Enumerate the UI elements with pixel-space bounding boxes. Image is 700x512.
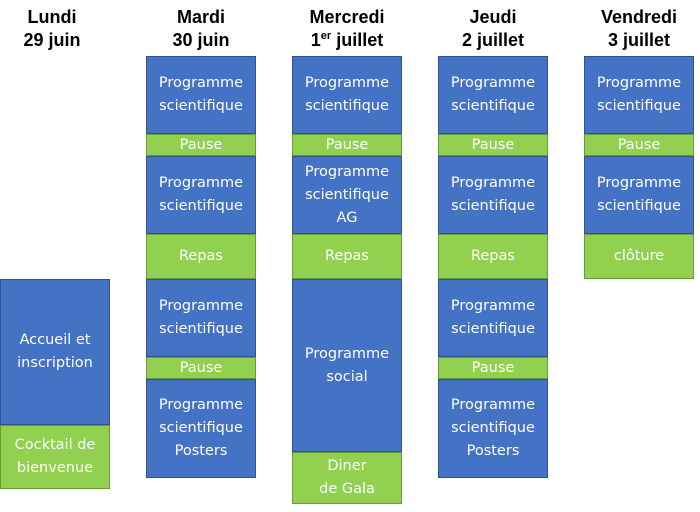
day-date: 2 juillet xyxy=(461,30,524,50)
block-jeudi-programme-3: Programme scientifique xyxy=(438,279,548,357)
block-mardi-programme-3: Programme scientifique xyxy=(146,279,256,357)
block-lundi-cocktail: Cocktail de bienvenue xyxy=(0,425,110,489)
day-date: 29 juin xyxy=(23,30,81,50)
day-name: Jeudi xyxy=(469,7,517,27)
day-header-mercredi: Mercredi 1er juillet xyxy=(292,6,402,52)
block-vendredi-cloture: clôture xyxy=(584,234,694,279)
day-name: Vendredi xyxy=(600,7,678,27)
day-date: 3 juillet xyxy=(607,30,670,50)
block-jeudi-repas: Repas xyxy=(438,234,548,279)
block-vendredi-programme-2: Programme scientifique xyxy=(584,156,694,234)
day-header-vendredi: Vendredi 3 juillet xyxy=(584,6,694,52)
day-name: Lundi xyxy=(27,7,77,27)
block-vendredi-pause: Pause xyxy=(584,134,694,156)
block-mercredi-programme-1: Programme scientifique xyxy=(292,56,402,134)
day-header-jeudi: Jeudi 2 juillet xyxy=(438,6,548,52)
day-name: Mercredi xyxy=(309,7,385,27)
day-header-mardi: Mardi 30 juin xyxy=(146,6,256,52)
block-jeudi-programme-1: Programme scientifique xyxy=(438,56,548,134)
day-name: Mardi xyxy=(176,7,225,27)
block-vendredi-programme-1: Programme scientifique xyxy=(584,56,694,134)
block-mercredi-pause: Pause xyxy=(292,134,402,156)
block-jeudi-programme-posters: Programme scientifique Posters xyxy=(438,379,548,478)
block-mardi-programme-2: Programme scientifique xyxy=(146,156,256,234)
block-mercredi-diner-gala: Diner de Gala xyxy=(292,452,402,504)
day-date: 1er juillet xyxy=(292,29,402,52)
block-lundi-accueil: Accueil et inscription xyxy=(0,279,110,425)
day-header-lundi: Lundi 29 juin xyxy=(0,6,107,52)
block-mercredi-repas: Repas xyxy=(292,234,402,279)
block-mardi-programme-posters: Programme scientifique Posters xyxy=(146,379,256,478)
block-jeudi-pause-1: Pause xyxy=(438,134,548,156)
day-date-month: juillet xyxy=(336,30,384,50)
block-mercredi-programme-social: Programme social xyxy=(292,279,402,452)
day-date-suffix: er xyxy=(320,30,332,42)
block-mardi-pause-1: Pause xyxy=(146,134,256,156)
block-mardi-programme-1: Programme scientifique xyxy=(146,56,256,134)
day-date: 30 juin xyxy=(172,30,230,50)
block-jeudi-programme-2: Programme scientifique xyxy=(438,156,548,234)
block-mardi-repas: Repas xyxy=(146,234,256,279)
block-jeudi-pause-2: Pause xyxy=(438,357,548,379)
block-mardi-pause-2: Pause xyxy=(146,357,256,379)
block-mercredi-programme-ag: Programme scientifique AG xyxy=(292,156,402,234)
day-date-number: 1 xyxy=(310,30,321,50)
